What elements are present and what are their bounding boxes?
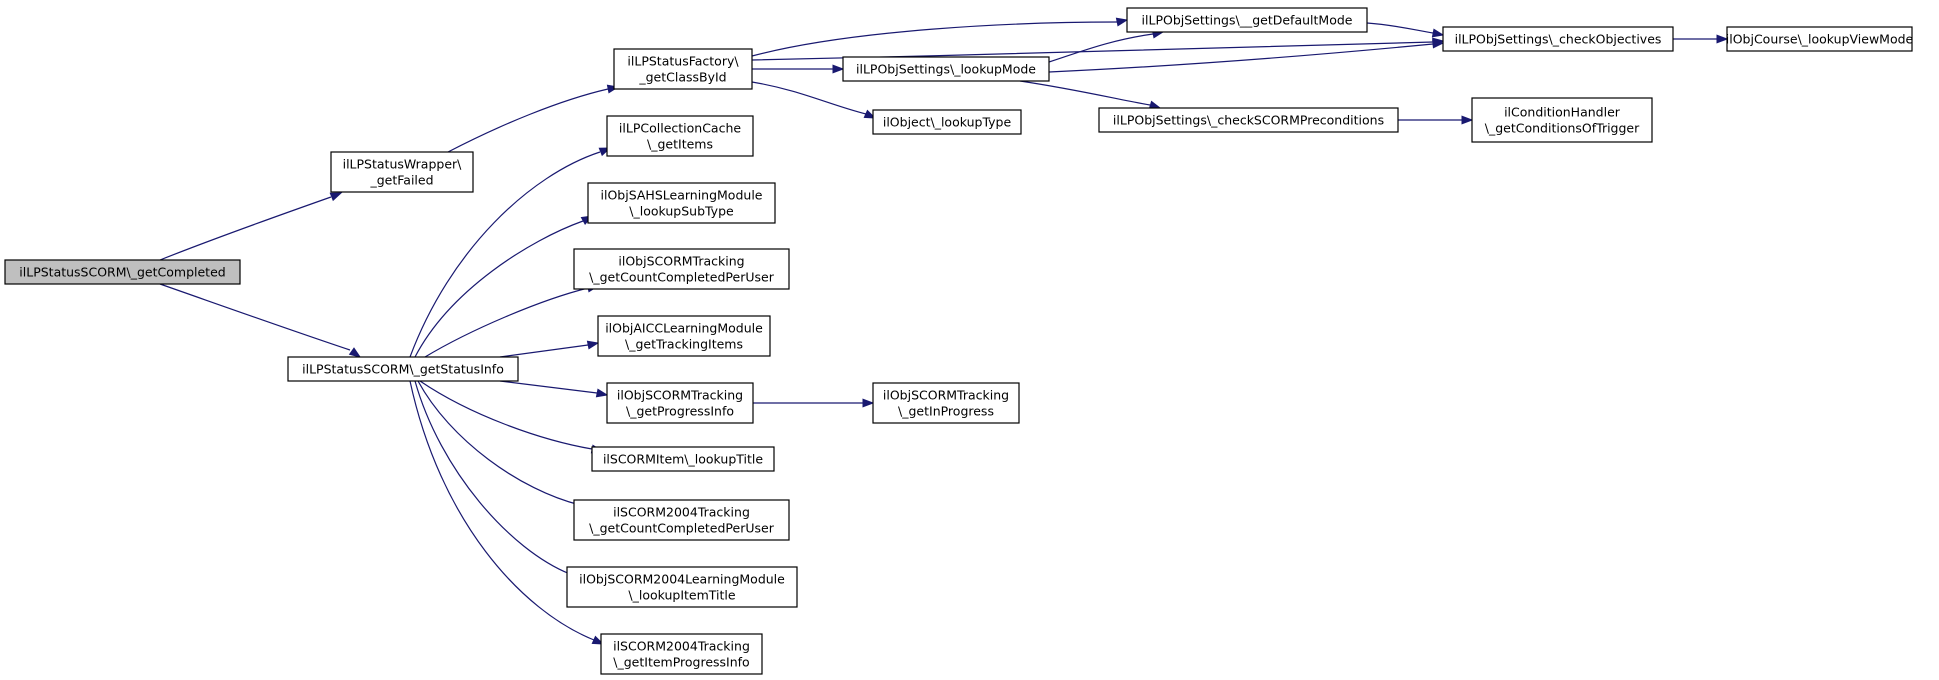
node-n9[interactable]: ilSCORMItem\_lookupTitle (591, 446, 775, 472)
node-label: \_getConditionsOfTrigger (1485, 121, 1640, 136)
edge-n14-to-n17 (1019, 80, 1162, 110)
edge-n3-to-n14 (752, 64, 845, 74)
edge-n14-to-n13 (1048, 29, 1165, 63)
edge-n0-to-n1 (159, 192, 343, 261)
node-n12[interactable]: ilSCORM2004Tracking\_getItemProgressInfo (600, 633, 763, 675)
edge-n2-to-n9 (419, 380, 604, 454)
node-n10[interactable]: ilSCORM2004Tracking\_getCountCompletedPe… (573, 499, 790, 541)
node-label: \_getTrackingItems (625, 337, 743, 352)
node-label: ilSCORMItem\_lookupTitle (603, 452, 763, 467)
node-label: _getClassById (638, 70, 726, 85)
edge-n2-to-n8 (499, 380, 609, 398)
node-label: ilLPStatusSCORM\_getCompleted (19, 265, 225, 280)
node-label: \_getInProgress (898, 404, 994, 419)
node-label: ilObject\_lookupType (883, 115, 1012, 130)
node-label: \_lookupSubType (629, 204, 734, 219)
edge-n2-to-n6 (424, 283, 600, 358)
node-label: ilObjSCORMTracking (617, 388, 743, 403)
node-n14[interactable]: ilLPObjSettings\_lookupMode (842, 56, 1050, 82)
node-label: ilObjSCORM2004LearningModule (579, 572, 785, 587)
edge-n0-to-n2 (159, 283, 362, 358)
node-label: ilSCORM2004Tracking (613, 639, 750, 654)
edge-n17-to-n19 (1398, 115, 1474, 125)
edge-n1-to-n3 (447, 84, 620, 153)
node-layer: ilLPStatusSCORM\_getCompleted ilLPStatusW… (4, 7, 1914, 675)
node-label: ilLPObjSettings\_lookupMode (856, 62, 1036, 77)
node-label: ilLPObjSettings\_checkObjectives (1455, 32, 1662, 47)
node-n0[interactable]: ilLPStatusSCORM\_getCompleted (4, 259, 241, 285)
node-label: ilObjSCORMTracking (883, 388, 1009, 403)
node-n17[interactable]: ilLPObjSettings\_checkSCORMPreconditions (1098, 107, 1399, 133)
edge-n2-to-n7 (499, 340, 600, 358)
node-n18[interactable]: ilObjCourse\_lookupViewMode (1726, 26, 1914, 52)
edge-n14-to-n16 (1048, 39, 1445, 73)
node-label: ilLPCollectionCache (619, 121, 741, 136)
node-n7[interactable]: ilObjAICCLearningModule\_getTrackingItem… (597, 315, 771, 357)
edge-n2-to-n5 (414, 215, 594, 358)
edge-n3-to-n13 (751, 17, 1129, 57)
node-n16[interactable]: ilLPObjSettings\_checkObjectives (1442, 26, 1674, 52)
node-n19[interactable]: ilConditionHandler\_getConditionsOfTrigg… (1471, 97, 1653, 143)
edge-n2-to-n11 (414, 380, 581, 579)
node-n5[interactable]: ilObjSAHSLearningModule\_lookupSubType (587, 182, 776, 224)
edge-layer (159, 17, 1729, 645)
node-n3[interactable]: ilLPStatusFactory\_getClassById (613, 48, 753, 90)
node-label: \_getCountCompletedPerUser (589, 270, 775, 285)
node-n15[interactable]: ilObject\_lookupType (872, 109, 1022, 135)
edge-n13-to-n16 (1366, 22, 1445, 38)
node-n1[interactable]: ilLPStatusWrapper\_getFailed (330, 151, 474, 193)
node-label: ilConditionHandler (1504, 105, 1621, 120)
node-label: \_getItems (647, 137, 713, 152)
node-n11[interactable]: ilObjSCORM2004LearningModule\_lookupItem… (566, 566, 798, 608)
edge-n2-to-n10 (417, 380, 591, 510)
node-label: ilObjSCORMTracking (618, 254, 744, 269)
node-label: ilLPObjSettings\__getDefaultMode (1142, 13, 1353, 28)
node-n8[interactable]: ilObjSCORMTracking\_getProgressInfo (606, 382, 754, 424)
node-n4[interactable]: ilLPCollectionCache\_getItems (606, 115, 754, 157)
node-label: ilObjSAHSLearningModule (601, 188, 763, 203)
node-label: \_getItemProgressInfo (613, 655, 749, 670)
node-label: \_lookupItemTitle (628, 588, 735, 603)
node-label: ilSCORM2004Tracking (613, 505, 750, 520)
node-n20[interactable]: ilObjSCORMTracking\_getInProgress (872, 382, 1020, 424)
edge-n8-to-n20 (753, 398, 875, 408)
node-label: ilLPStatusSCORM\_getStatusInfo (302, 362, 504, 377)
node-n2[interactable]: ilLPStatusSCORM\_getStatusInfo (287, 356, 519, 382)
edge-n3-to-n15 (751, 81, 877, 119)
node-label: ilLPStatusWrapper\ (343, 157, 463, 172)
node-label: ilLPStatusFactory\ (627, 54, 739, 69)
edge-n2-to-n12 (409, 380, 605, 645)
node-label: ilObjCourse\_lookupViewMode (1726, 32, 1914, 47)
node-label: \_getProgressInfo (626, 404, 734, 419)
node-label: ilObjAICCLearningModule (605, 321, 763, 336)
node-label: ilLPObjSettings\_checkSCORMPreconditions (1113, 113, 1384, 128)
node-label: _getFailed (369, 173, 433, 188)
edge-n16-to-n18 (1673, 34, 1729, 44)
node-label: \_getCountCompletedPerUser (589, 521, 775, 536)
node-n13[interactable]: ilLPObjSettings\__getDefaultMode (1126, 7, 1368, 33)
node-n6[interactable]: ilObjSCORMTracking\_getCountCompletedPer… (573, 248, 790, 290)
